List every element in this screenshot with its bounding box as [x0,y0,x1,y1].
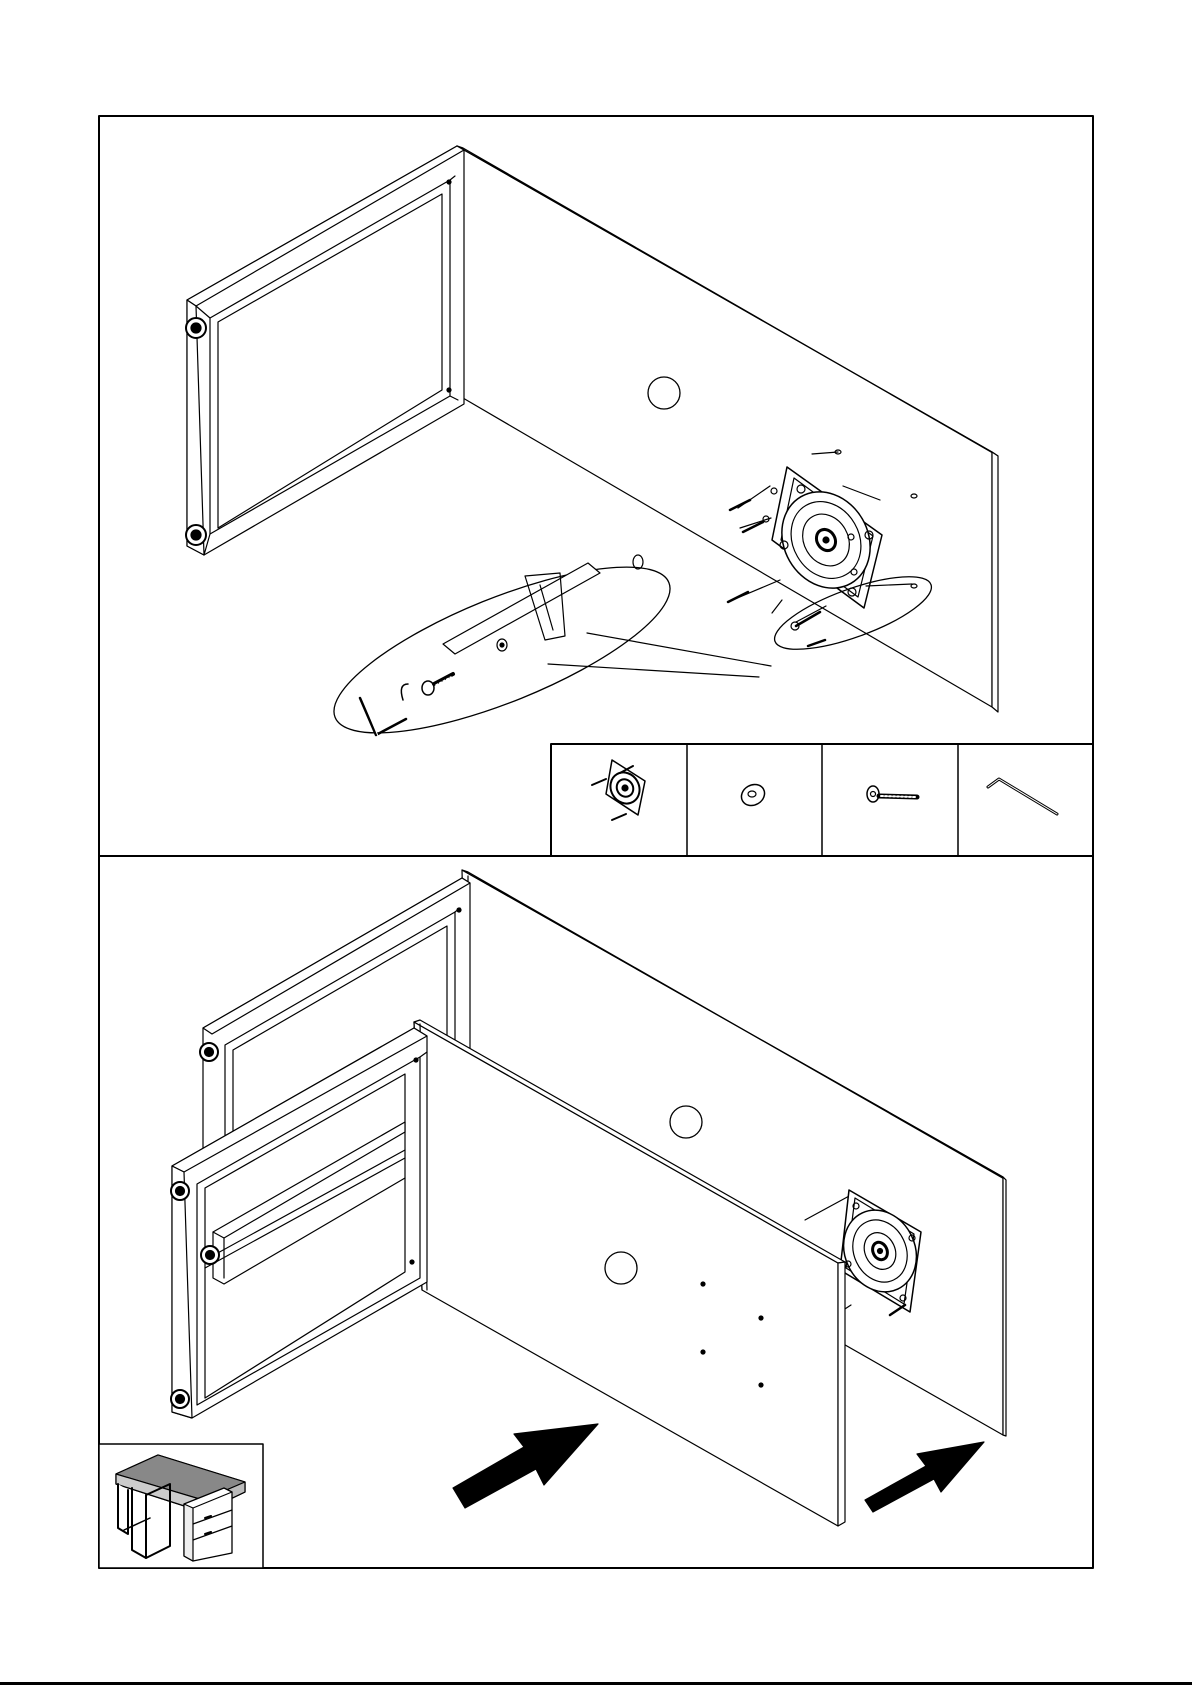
leveling-foot-top [186,318,206,338]
assembled-desk-icon [99,1444,263,1568]
parts-list [551,744,1093,856]
detail-hole [633,555,643,569]
desk-top-panel [457,146,998,712]
detail-allen-key [360,698,406,735]
leveling-foot-front-mid [201,1246,219,1264]
detail-bolt [422,674,453,695]
leveling-foot-rear-top [200,1043,218,1061]
leveling-foot-bottom [186,525,206,545]
step-attach-swivel-plate [186,146,1093,856]
leveling-foot-front-bottom [171,1390,189,1408]
direction-arrow-left [453,1424,598,1508]
leg-frame [187,146,464,555]
rotation-arrow [401,684,408,700]
leveling-foot-front-top [171,1182,189,1200]
direction-arrow-right [865,1442,984,1512]
step-join-side-panel [99,870,1006,1568]
